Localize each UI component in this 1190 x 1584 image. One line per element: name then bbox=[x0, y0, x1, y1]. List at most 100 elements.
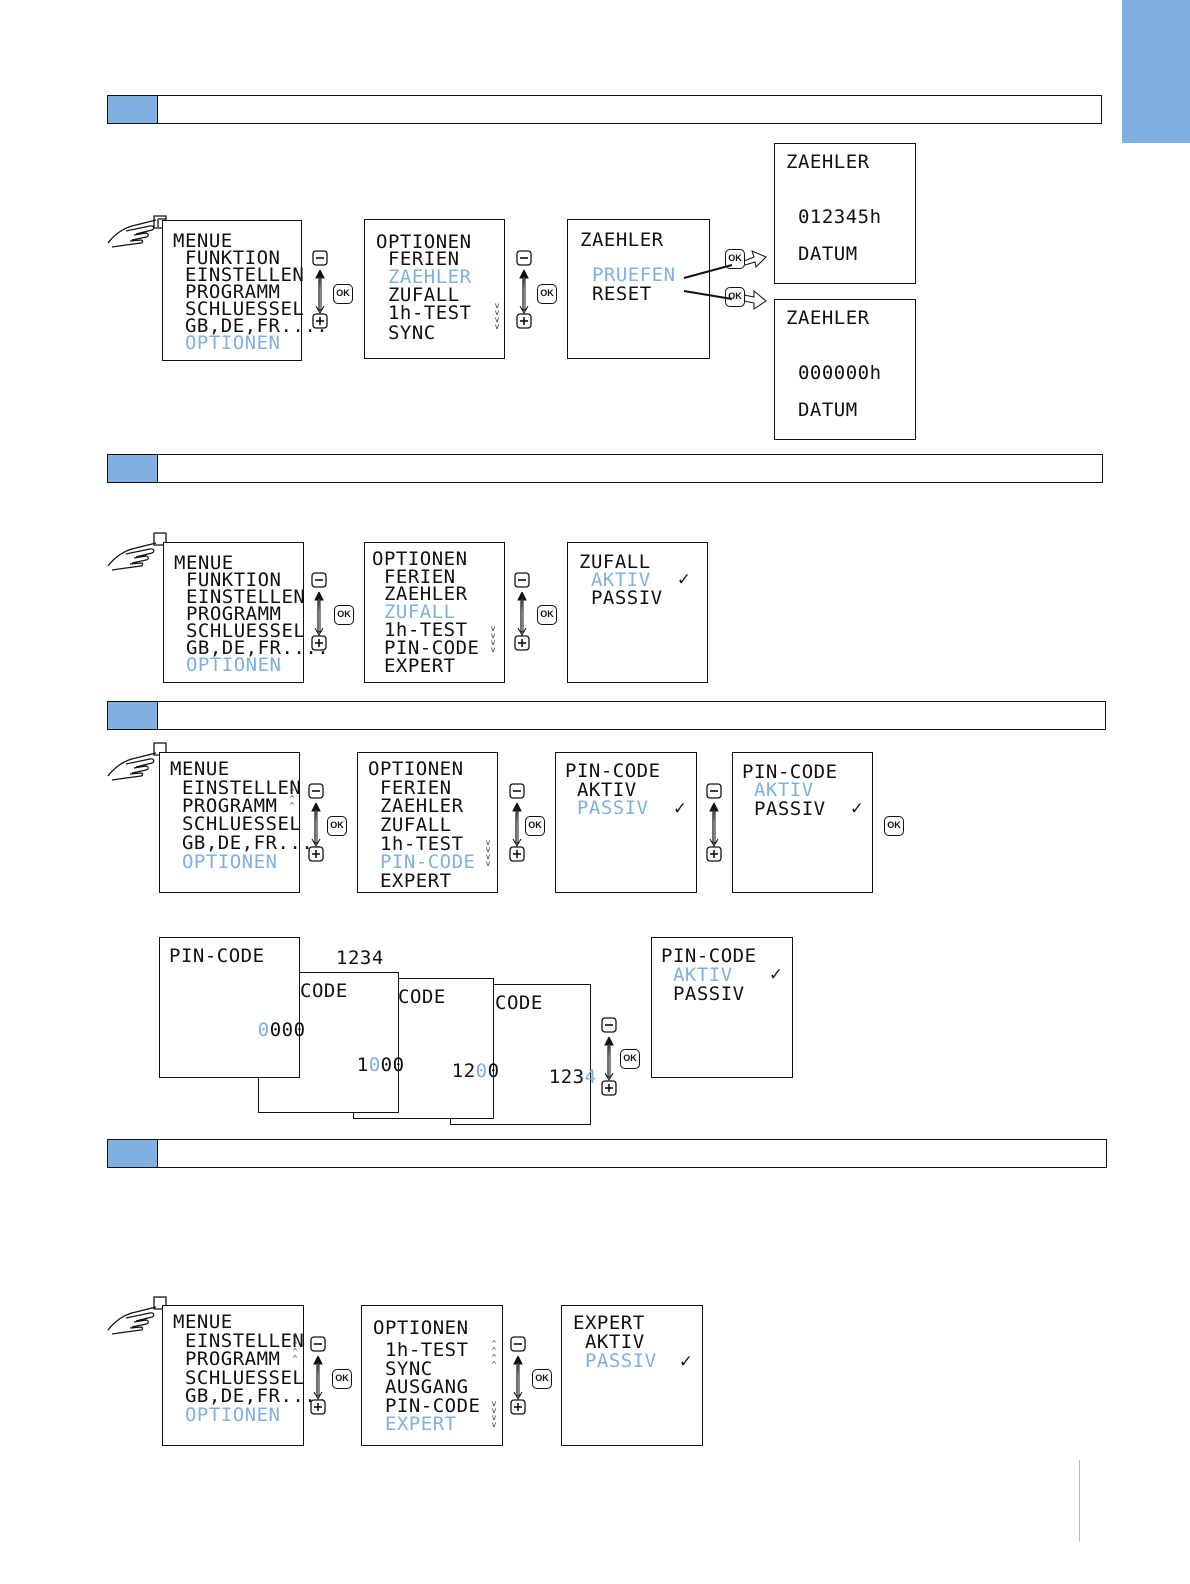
menu-item-selected[interactable]: OPTIONEN bbox=[173, 1404, 281, 1426]
ok-button[interactable]: OK bbox=[334, 605, 354, 625]
ok-button[interactable]: OK bbox=[620, 1049, 640, 1069]
date-item[interactable]: DATUM bbox=[786, 399, 858, 421]
options-item-selected[interactable]: ZAEHLER bbox=[376, 266, 472, 288]
section-header-3 bbox=[107, 701, 1106, 730]
minus-plus-stepper[interactable] bbox=[598, 1017, 622, 1097]
pin-item-selected[interactable]: PASSIV bbox=[565, 797, 649, 819]
minus-plus-stepper[interactable] bbox=[307, 1336, 331, 1416]
options-item[interactable]: SYNC bbox=[376, 322, 436, 344]
options-item[interactable]: 1h-TEST bbox=[373, 1339, 469, 1361]
counter-item[interactable]: RESET bbox=[580, 283, 652, 305]
expert-item-selected[interactable]: PASSIV bbox=[573, 1350, 657, 1372]
options-item[interactable]: ZUFALL bbox=[368, 814, 452, 836]
menu-screen: MENUE FUNKTION EINSTELLEN PROGRAMM SCHLU… bbox=[163, 542, 329, 683]
random-item[interactable]: PASSIV bbox=[579, 587, 663, 609]
menu-item[interactable]: SCHLUESSEL bbox=[174, 620, 306, 642]
options-item[interactable]: ZAEHLER bbox=[368, 795, 464, 817]
scroll-up-icon: ^^^^ bbox=[292, 1333, 298, 1363]
options-item[interactable]: SYNC bbox=[373, 1358, 433, 1380]
minus-plus-stepper[interactable] bbox=[305, 783, 329, 863]
expert-item[interactable]: AKTIV bbox=[573, 1331, 645, 1353]
options-item[interactable]: 1h-TEST bbox=[376, 302, 472, 324]
menu-item[interactable]: GB,DE,FR.... bbox=[170, 832, 326, 854]
ok-button[interactable]: OK bbox=[537, 284, 557, 304]
ok-button[interactable]: OK bbox=[525, 816, 545, 836]
menu-item-selected[interactable]: OPTIONEN bbox=[174, 654, 282, 676]
options-item[interactable]: AUSGANG bbox=[373, 1376, 469, 1398]
options-item[interactable]: PIN-CODE bbox=[373, 1395, 481, 1417]
minus-plus-stepper[interactable] bbox=[506, 783, 530, 863]
menu-item[interactable]: PROGRAMM bbox=[173, 1348, 281, 1370]
menu-item[interactable]: GB,DE,FR.... bbox=[174, 637, 330, 659]
menu-item[interactable]: PROGRAMM bbox=[173, 281, 281, 303]
pin-item[interactable]: PASSIV bbox=[742, 798, 826, 820]
ok-button[interactable]: OK bbox=[532, 1369, 552, 1389]
counter-title: ZAEHLER bbox=[580, 229, 664, 251]
page-rule bbox=[1079, 1460, 1080, 1542]
options-item-selected[interactable]: ZUFALL bbox=[372, 601, 456, 623]
menu-item[interactable]: SCHLUESSEL bbox=[170, 813, 302, 835]
options-screen: OPTIONEN FERIEN ZAEHLER ZUFALL 1h-TEST P… bbox=[357, 752, 498, 893]
date-item[interactable]: DATUM bbox=[786, 243, 858, 265]
options-item-selected[interactable]: PIN-CODE bbox=[368, 851, 476, 873]
options-item[interactable]: ZUFALL bbox=[376, 284, 460, 306]
checkmark-icon: ✓ bbox=[851, 797, 863, 819]
menu-screen: MENUE FUNKTION EINSTELLEN PROGRAMM SCHLU… bbox=[162, 220, 328, 361]
ok-button[interactable]: OK bbox=[327, 816, 347, 836]
options-item[interactable]: PIN-CODE bbox=[372, 637, 480, 659]
menu-item[interactable]: GB,DE,FR.... bbox=[173, 1385, 329, 1407]
counter-title: ZAEHLER bbox=[786, 307, 870, 329]
options-item[interactable]: FERIEN bbox=[372, 566, 456, 588]
options-title: OPTIONEN bbox=[372, 548, 468, 570]
pin-item-selected[interactable]: AKTIV bbox=[661, 964, 733, 986]
options-title: OPTIONEN bbox=[368, 758, 464, 780]
options-item[interactable]: 1h-TEST bbox=[372, 619, 468, 641]
menu-item[interactable]: EINSTELLEN bbox=[174, 586, 306, 608]
options-item[interactable]: EXPERT bbox=[372, 655, 456, 677]
menu-item[interactable]: FUNKTION bbox=[173, 247, 281, 269]
menu-item[interactable]: PROGRAMM bbox=[170, 795, 278, 817]
pin-entry-screen-1: PIN-CODE 0000 bbox=[159, 937, 305, 1078]
options-item[interactable]: EXPERT bbox=[368, 870, 452, 892]
pin-item-selected[interactable]: AKTIV bbox=[742, 779, 814, 801]
options-item-selected[interactable]: EXPERT bbox=[373, 1413, 457, 1435]
menu-title: MENUE bbox=[170, 758, 230, 780]
counter-value: 012345h bbox=[786, 206, 882, 228]
ok-button[interactable]: OK bbox=[333, 284, 353, 304]
arrow-icon bbox=[683, 250, 767, 310]
menu-item-selected[interactable]: OPTIONEN bbox=[170, 851, 278, 873]
section-header-1 bbox=[107, 95, 1102, 124]
menu-item[interactable]: EINSTELLEN bbox=[173, 264, 305, 286]
menu-item[interactable]: SCHLUESSEL bbox=[173, 298, 305, 320]
random-screen: ZUFALL AKTIV PASSIV ✓ bbox=[567, 542, 708, 683]
menu-item[interactable]: PROGRAMM bbox=[174, 603, 282, 625]
ok-button[interactable]: OK bbox=[725, 249, 745, 269]
minus-plus-stepper[interactable] bbox=[308, 572, 332, 652]
pin-item[interactable]: AKTIV bbox=[565, 779, 637, 801]
minus-plus-stepper[interactable] bbox=[309, 250, 333, 330]
pin-item[interactable]: PASSIV bbox=[661, 983, 745, 1005]
minus-plus-stepper[interactable] bbox=[511, 572, 535, 652]
minus-plus-stepper[interactable] bbox=[513, 250, 537, 330]
ok-button[interactable]: OK bbox=[537, 605, 557, 625]
menu-item[interactable]: FUNKTION bbox=[174, 569, 282, 591]
counter-item-selected[interactable]: PRUEFEN bbox=[580, 264, 676, 286]
ok-button[interactable]: OK bbox=[332, 1369, 352, 1389]
menu-item[interactable]: EINSTELLEN bbox=[173, 1330, 305, 1352]
menu-item[interactable]: EINSTELLEN bbox=[170, 777, 302, 799]
options-item[interactable]: FERIEN bbox=[368, 777, 452, 799]
ok-button[interactable]: OK bbox=[884, 816, 904, 836]
minus-plus-stepper[interactable] bbox=[703, 783, 727, 863]
section-swatch bbox=[108, 702, 158, 729]
random-item-selected[interactable]: AKTIV bbox=[579, 569, 651, 591]
ok-button[interactable]: OK bbox=[725, 287, 745, 307]
scroll-up-icon: ^^^^ bbox=[491, 1339, 497, 1369]
options-item[interactable]: FERIEN bbox=[376, 248, 460, 270]
options-item[interactable]: ZAEHLER bbox=[372, 583, 468, 605]
options-item[interactable]: 1h-TEST bbox=[368, 833, 464, 855]
minus-plus-stepper[interactable] bbox=[507, 1336, 531, 1416]
menu-item-selected[interactable]: OPTIONEN bbox=[173, 332, 281, 354]
menu-item[interactable]: GB,DE,FR.... bbox=[173, 315, 329, 337]
menu-item[interactable]: SCHLUESSEL bbox=[173, 1367, 305, 1389]
